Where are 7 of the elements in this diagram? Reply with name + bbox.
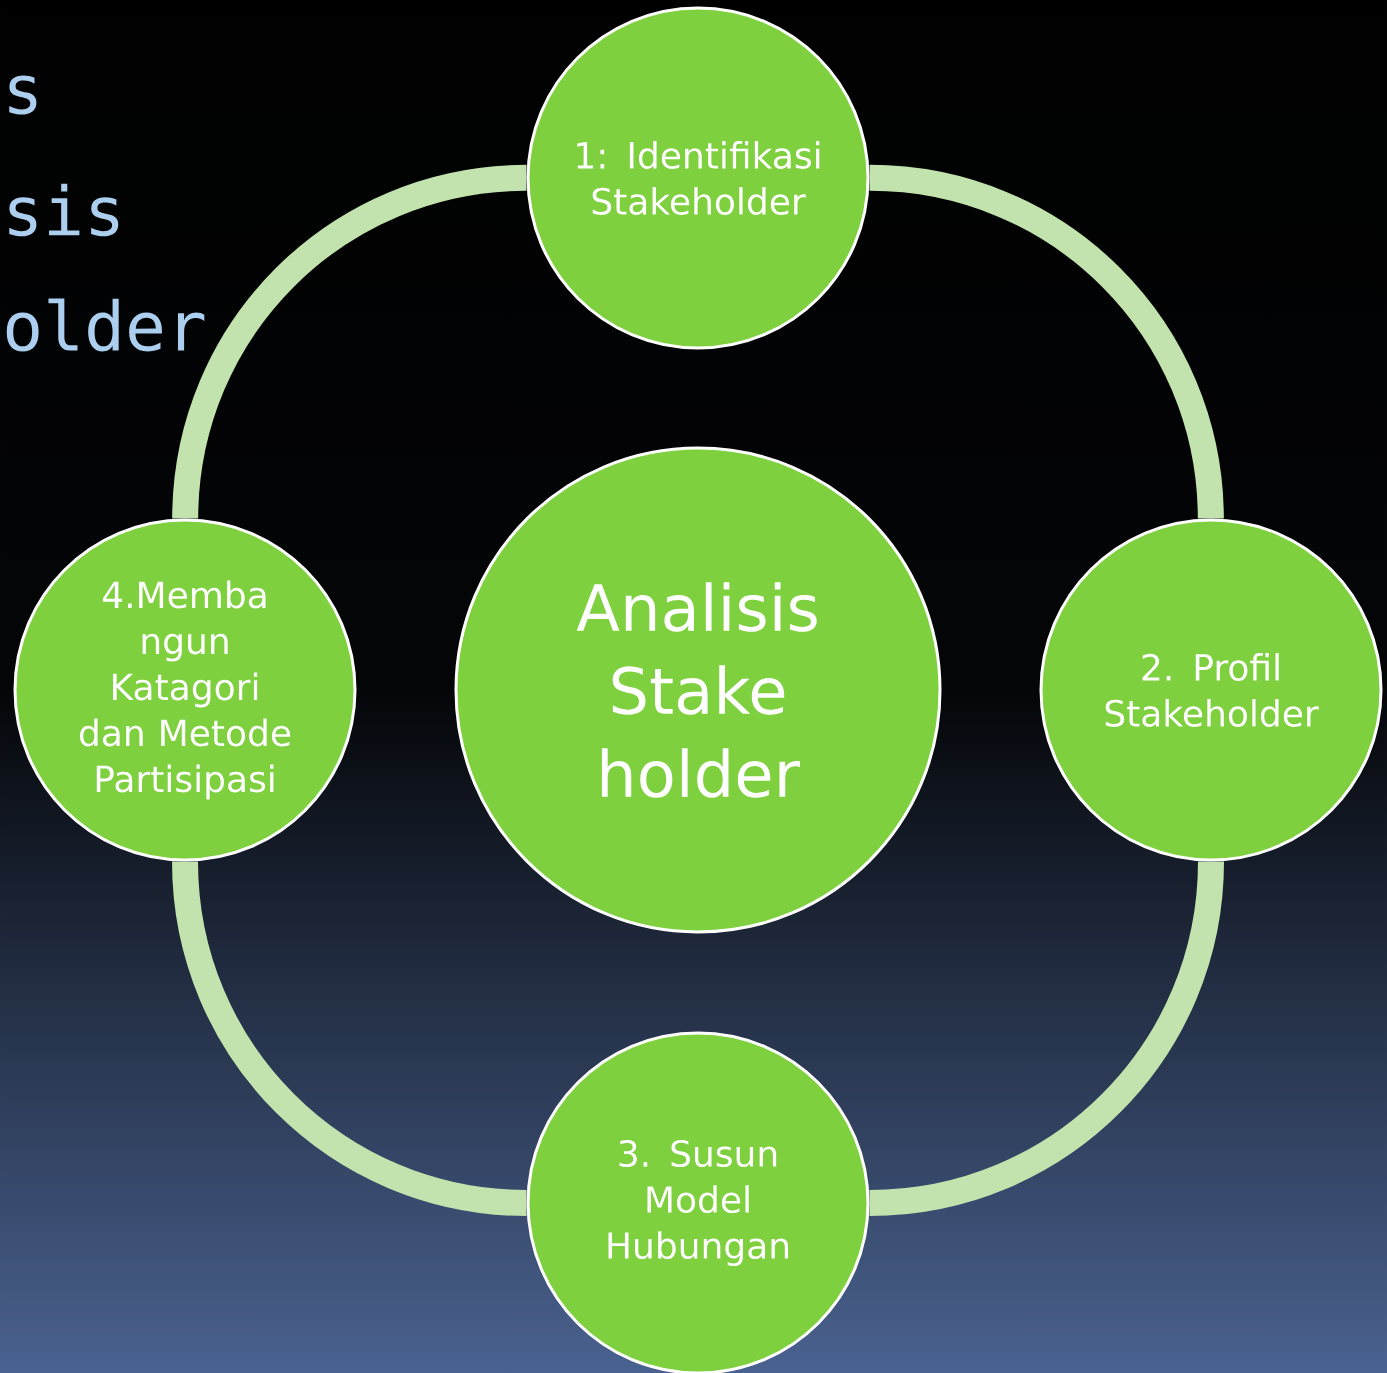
title-text: sis <box>9 183 119 237</box>
ring-segment <box>868 164 1224 520</box>
ring-segment <box>172 860 528 1216</box>
title-text: older <box>6 298 205 352</box>
ring-segment <box>172 164 528 520</box>
ring-segment <box>868 860 1224 1216</box>
title-text: s <box>9 75 37 115</box>
